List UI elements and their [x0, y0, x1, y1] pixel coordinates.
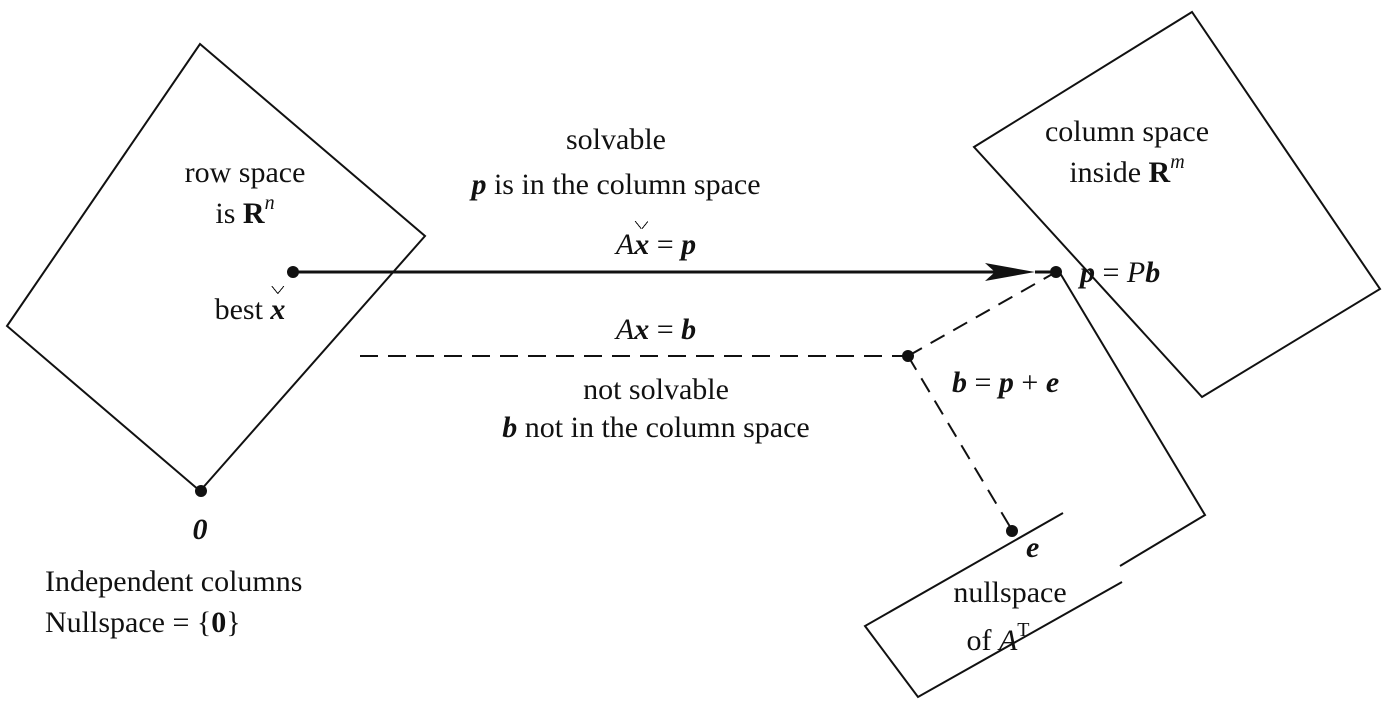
b-point	[902, 350, 914, 362]
eq-x-hat: x	[634, 221, 650, 261]
peq-p: p	[1080, 256, 1095, 289]
solvable-arrowhead	[985, 263, 1035, 281]
nullspace-eq-text: Nullspace = {	[45, 606, 212, 639]
solvable-p: p	[471, 168, 487, 201]
b-equals-p-plus-e: b = p + e	[952, 368, 1059, 398]
eq2-x: x	[634, 313, 650, 346]
beq-p: p	[998, 366, 1014, 399]
best-x-hat-label: best x	[214, 286, 286, 326]
projection-dashed-line	[907, 271, 1057, 357]
unsolvable-equation: Ax = b	[616, 315, 696, 345]
column-space-m: m	[1170, 151, 1185, 173]
unsolvable-b: b	[502, 411, 518, 444]
of-text: of	[966, 624, 999, 657]
nullspace-brace-close: }	[226, 606, 241, 639]
solvable-title: solvable	[566, 123, 666, 156]
nullspace-zero-label: Nullspace = {0}	[45, 608, 241, 638]
eq-p: p	[681, 228, 697, 261]
beq-b: b	[952, 366, 967, 399]
zero-point	[195, 485, 207, 497]
nullspace-rect	[863, 512, 1123, 699]
unsolvable-title: not solvable	[583, 373, 729, 406]
row-space-n: n	[264, 192, 275, 214]
peq-equals: =	[1095, 256, 1127, 289]
eq-equals: =	[649, 228, 682, 261]
column-space-inner-edge	[1059, 272, 1207, 567]
beq-plus: +	[1013, 366, 1046, 399]
nullspace-label-line1: nullspace	[953, 576, 1067, 609]
column-space-rect	[972, 10, 1382, 399]
solvable-equation: Ax = p	[615, 221, 697, 261]
eq2-equals: =	[649, 313, 682, 346]
nullspace-A: A	[998, 624, 1018, 657]
column-space-label-line1: column space	[1044, 115, 1210, 148]
error-dashed-line	[907, 355, 1013, 531]
peq-P: P	[1126, 256, 1146, 289]
unsolvable-line2: b not in the column space	[502, 413, 809, 443]
inside-text: inside	[1069, 156, 1149, 189]
column-space-R: R	[1148, 156, 1171, 189]
unsolvable-text: not in the column space	[517, 411, 810, 444]
p-equals-Pb: p = Pb	[1080, 258, 1160, 288]
row-space-diamond	[5, 42, 427, 493]
solvable-text: is in the column space	[486, 168, 761, 201]
row-space-label-line2: is Rn	[215, 193, 274, 229]
p-point	[1050, 266, 1062, 278]
row-space-R: R	[242, 197, 265, 230]
x-hat-point	[287, 266, 299, 278]
nullspace-label-line2: of AT	[966, 620, 1029, 656]
e-text: e	[1026, 531, 1040, 564]
nullspace-T: T	[1017, 619, 1030, 641]
zero-label: 0	[193, 515, 208, 545]
beq-e: e	[1045, 366, 1060, 399]
eq-A: A	[615, 228, 635, 261]
eq2-b: b	[681, 313, 697, 346]
beq-equals: =	[967, 366, 999, 399]
eq2-A: A	[615, 313, 635, 346]
independent-columns-label: Independent columns	[45, 565, 303, 598]
row-space-is: is	[215, 197, 243, 230]
e-label: e	[1026, 533, 1039, 563]
column-space-label-line2: inside Rm	[1069, 152, 1184, 188]
row-space-label-line1: row space	[184, 156, 306, 189]
zero-text: 0	[192, 513, 208, 546]
solvable-line2: p is in the column space	[471, 170, 760, 200]
best-text: best	[214, 293, 271, 326]
x-hat-var: x	[270, 286, 286, 326]
e-point	[1006, 525, 1018, 537]
peq-b: b	[1145, 256, 1161, 289]
nullspace-zero: 0	[211, 606, 227, 639]
